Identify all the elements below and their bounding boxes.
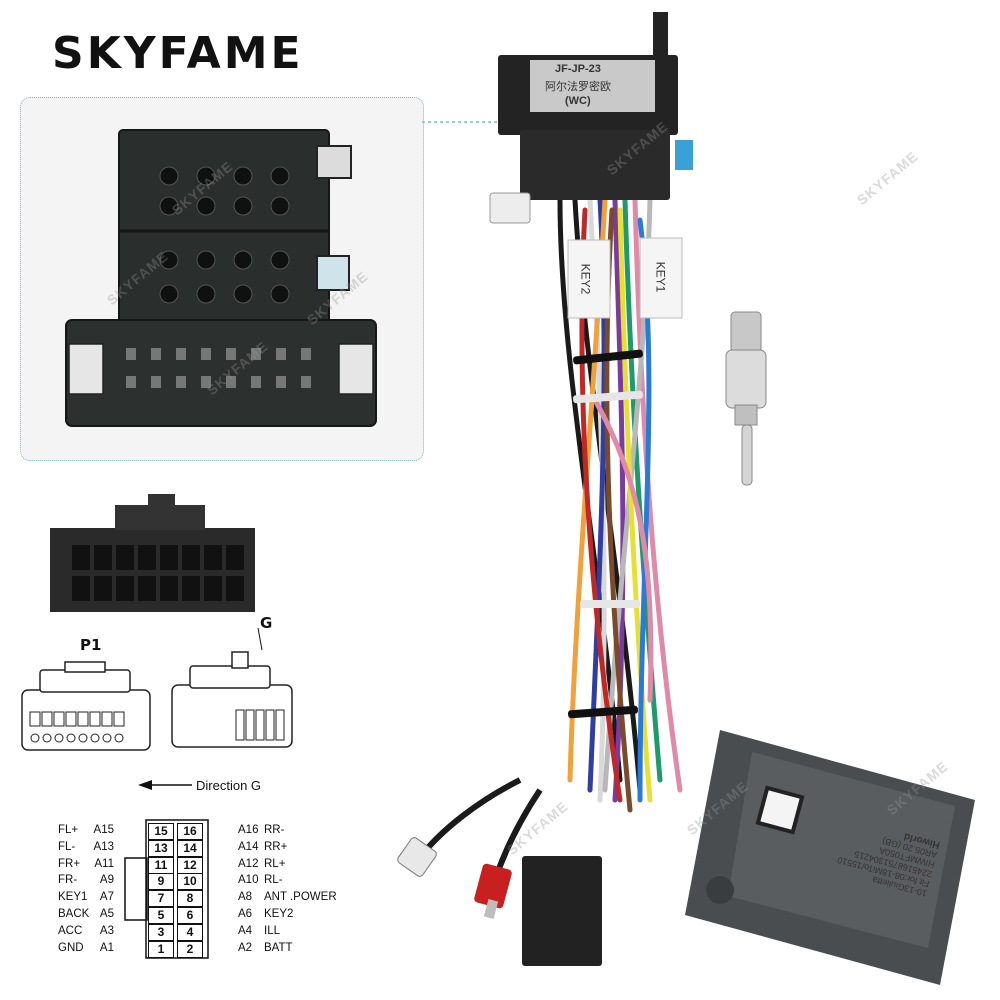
pin-code-label: A11 bbox=[94, 857, 114, 870]
p1-label: P1 bbox=[80, 636, 102, 654]
pin-code-label: A15 bbox=[93, 824, 114, 836]
pin-function-label: FL- bbox=[58, 840, 76, 853]
pin-number: 4 bbox=[177, 923, 203, 941]
pin-number: 3 bbox=[148, 923, 174, 941]
pin-function-label: KEY1 bbox=[58, 891, 88, 904]
pin-code-label: A8 bbox=[238, 891, 253, 904]
pin-code-label: A13 bbox=[93, 840, 114, 853]
pin-number: 9 bbox=[148, 873, 174, 891]
pin-code-label: A3 bbox=[99, 924, 114, 937]
pin-code-label: A7 bbox=[99, 891, 114, 904]
pin-number: 5 bbox=[148, 907, 174, 924]
pin-number: 10 bbox=[177, 873, 203, 891]
pin-number: 6 bbox=[177, 907, 203, 924]
pin-number: 15 bbox=[148, 823, 174, 840]
pin-code-label: A16 bbox=[238, 824, 259, 836]
pin-function-label: BACK bbox=[58, 908, 90, 920]
connector-closeup-illustration bbox=[65, 129, 377, 427]
pin-number: 12 bbox=[177, 856, 203, 874]
pin-function-label: RL+ bbox=[264, 857, 286, 870]
pin-function-label: RR+ bbox=[264, 840, 288, 853]
pin-function-label: RL- bbox=[264, 874, 283, 887]
pin-number: 1 bbox=[148, 940, 174, 958]
g-label: G bbox=[260, 614, 273, 632]
connector-label-line2: 阿尔法罗密欧 bbox=[545, 81, 611, 93]
pin-code-label: A14 bbox=[238, 840, 259, 853]
pin-function-label: ILL bbox=[264, 924, 280, 937]
pin-function-label: ANT .POWER bbox=[264, 891, 337, 904]
pin-number: 8 bbox=[177, 890, 203, 908]
pin-function-label: GND bbox=[58, 941, 84, 954]
brand-logo: SKYFAME bbox=[52, 28, 304, 79]
pin-code-label: A12 bbox=[238, 857, 259, 870]
pin-number: 14 bbox=[177, 839, 203, 857]
connector-closeup-panel bbox=[20, 97, 424, 461]
pin-function-label: FR+ bbox=[58, 857, 81, 870]
connector-label-line1: JF-JP-23 bbox=[555, 63, 601, 75]
pin-function-label: RR- bbox=[264, 824, 285, 836]
pin-code-label: A4 bbox=[238, 924, 253, 937]
pin-code-label: A5 bbox=[99, 908, 114, 920]
pin-code-label: A2 bbox=[238, 941, 253, 954]
pin-function-label: FL+ bbox=[58, 824, 79, 836]
pin-number: 11 bbox=[148, 856, 174, 874]
pin-function-label: FR- bbox=[58, 874, 78, 887]
pin-function-label: KEY2 bbox=[264, 908, 294, 920]
pin-code-label: A9 bbox=[99, 874, 114, 887]
pin-function-label: ACC bbox=[58, 924, 83, 937]
pin-number: 13 bbox=[148, 839, 174, 857]
pin-code-label: A6 bbox=[238, 908, 253, 920]
pin-number: 2 bbox=[177, 940, 203, 958]
pin-code-label: A10 bbox=[238, 874, 259, 887]
pin-function-label: BATT bbox=[264, 941, 293, 954]
pin-code-label: A1 bbox=[99, 941, 114, 954]
direction-label: Direction G bbox=[196, 778, 262, 793]
connector-label-line3: (WC) bbox=[565, 95, 591, 107]
pin-number: 7 bbox=[148, 890, 174, 908]
pin-number: 16 bbox=[177, 823, 203, 840]
